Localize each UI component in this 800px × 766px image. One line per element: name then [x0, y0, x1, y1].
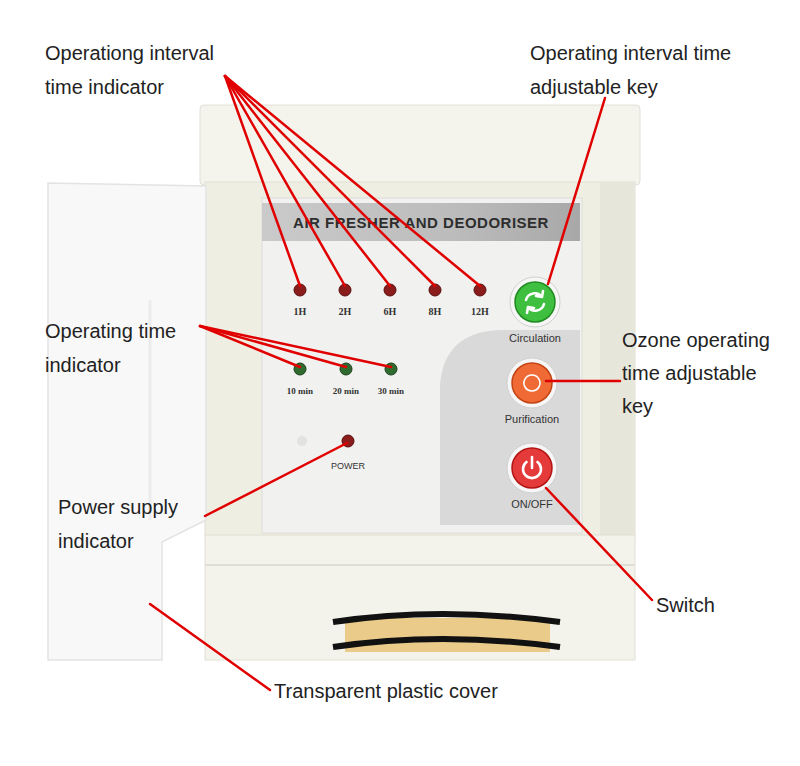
led-label: 12H [460, 306, 500, 317]
button-rim [507, 443, 557, 493]
led-label: 10 min [275, 386, 325, 396]
led-label: 30 min [366, 386, 416, 396]
callout-text: Operationg interval time indicator [45, 36, 245, 104]
button-shape [506, 442, 558, 494]
transparent-cover [48, 183, 206, 660]
button-icon [524, 375, 540, 391]
led-label: 20 min [321, 386, 371, 396]
button-rim [507, 358, 557, 408]
control-button: Circulation [490, 276, 580, 344]
led-label: 2H [325, 306, 365, 317]
front-panel [262, 198, 582, 533]
device-base [205, 535, 635, 660]
leader-line [200, 326, 300, 367]
leader-line [225, 76, 435, 286]
leader-line [205, 443, 347, 516]
button-label: Purification [487, 413, 577, 425]
leader-line [548, 98, 605, 284]
button-face [515, 282, 555, 322]
panel-title: AIR FRESHER AND DEODORISER [293, 214, 549, 231]
control-button: Purification [487, 357, 577, 425]
vent-slot [333, 639, 560, 647]
control-button: ON/OFF [487, 442, 577, 510]
button-icon [526, 291, 544, 313]
leader-line [546, 488, 652, 600]
callout-text: Power supply indicator [58, 490, 198, 558]
unlit-led [297, 436, 307, 446]
vent-slot [333, 614, 560, 622]
callout-text: Switch [656, 588, 776, 622]
leader-line [200, 326, 391, 367]
led-label: 8H [415, 306, 455, 317]
callout-text: Ozone operating time adjustable key [622, 324, 792, 423]
button-face [512, 363, 552, 403]
indicator-label: POWER [318, 461, 378, 471]
callout-text: Operating time indicator [45, 314, 205, 382]
led-label: 1H [280, 306, 320, 317]
button-face [512, 448, 552, 488]
button-shape [506, 357, 558, 409]
green-led [385, 363, 397, 375]
callout-text: Operating interval time adjustable key [530, 36, 780, 104]
leader-line [225, 76, 480, 286]
leader-line [225, 76, 390, 286]
button-shape [509, 276, 561, 328]
button-rim [510, 277, 560, 327]
panel-shade [440, 330, 580, 525]
button-icon [523, 457, 541, 478]
leader-line [150, 604, 270, 690]
leader-line [225, 76, 345, 286]
led-label: 6H [370, 306, 410, 317]
leader-line [200, 326, 346, 367]
base-ridge [205, 564, 635, 566]
vent-interior [345, 618, 550, 652]
button-label: Circulation [490, 332, 580, 344]
callout-text: Transparent plastic cover [274, 674, 594, 708]
leader-line [546, 380, 620, 383]
